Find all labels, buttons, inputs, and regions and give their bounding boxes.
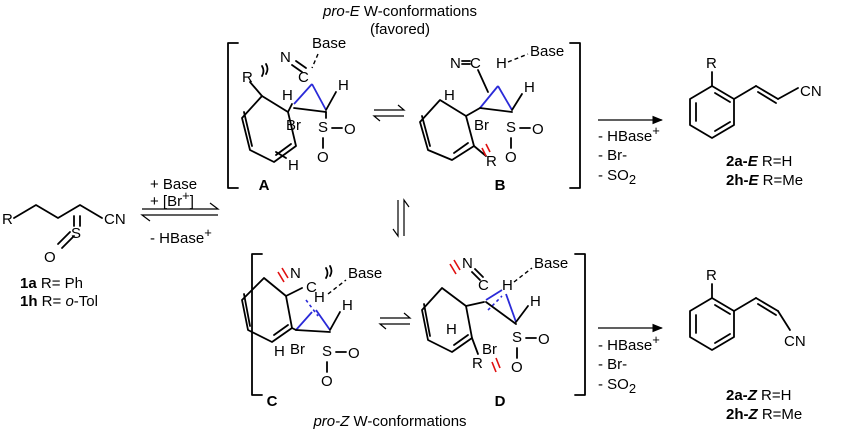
c-s-label: S: [322, 343, 332, 360]
product-2h-z: 2h-Z R=Me: [726, 406, 802, 423]
label-a: A: [259, 177, 270, 194]
c-h-upper: H: [314, 289, 325, 306]
d-h-lower: H: [446, 321, 457, 338]
a-o-bottom: O: [317, 149, 329, 166]
c-base-label: Base: [348, 265, 382, 282]
cond-z-br: - Br-: [598, 356, 627, 373]
start-r-label: R: [2, 211, 13, 228]
b-base-label: Base: [530, 43, 564, 60]
d-h-right: H: [530, 293, 541, 310]
b-o-bottom: O: [505, 149, 517, 166]
b-n-label: N: [450, 55, 461, 72]
a-o-right: O: [344, 121, 356, 138]
equilibrium-vertical: [392, 198, 410, 238]
cond-left-hbase: - HBase+: [150, 225, 212, 247]
product-2h-e: 2h-E R=Me: [726, 172, 803, 189]
start-s-label: S: [71, 225, 81, 242]
start-cn-label: CN: [104, 211, 126, 228]
start-1a-label: 1a R= Ph: [20, 275, 83, 292]
a-n-label: N: [280, 49, 291, 66]
conformer-b: R H N C H Base H Br S O O B: [419, 43, 564, 194]
left-equilibrium-arrow: [140, 202, 220, 222]
pro-e-title: pro-E W-conformations: [322, 3, 477, 20]
b-br-label: Br: [474, 117, 489, 134]
product-z: R CN: [689, 267, 806, 351]
pro-e-favored-note: (favored): [370, 21, 430, 38]
d-r-label: R: [472, 355, 483, 372]
d-o-right: O: [538, 331, 550, 348]
conformer-d: R H N C H Base H Br S O O D: [421, 255, 568, 410]
z-r-label: R: [706, 267, 717, 284]
cond-e-so2: - SO2: [598, 167, 636, 187]
conformer-c: N C H Base H H Br S O O C: [241, 265, 382, 410]
a-s-label: S: [318, 119, 328, 136]
c-c-label: C: [306, 279, 317, 296]
d-o-bottom: O: [511, 359, 523, 376]
cond-z-hbase: - HBase+: [598, 332, 660, 354]
b-h-upper: H: [444, 87, 455, 104]
cond-e-hbase: - HBase+: [598, 123, 660, 145]
z-cn-label: CN: [784, 333, 806, 350]
start-1h-label: 1h R= o-Tol: [20, 293, 98, 310]
c-o-bottom: O: [321, 373, 333, 390]
a-base-label: Base: [312, 35, 346, 52]
a-ring-h: H: [288, 157, 299, 174]
d-h-hbond: H: [502, 277, 513, 294]
cond-left-br: + [Br+]: [150, 188, 194, 210]
a-h-upper: H: [282, 87, 293, 104]
a-br-label: Br: [286, 117, 301, 134]
a-r-label: R: [242, 69, 253, 86]
cond-z-so2: - SO2: [598, 376, 636, 396]
e-cn-label: CN: [800, 83, 822, 100]
b-o-right: O: [532, 121, 544, 138]
cond-e-br: - Br-: [598, 147, 627, 164]
a-c-label: C: [298, 69, 309, 86]
label-c: C: [267, 393, 278, 410]
equilibrium-c-d: [378, 312, 412, 330]
product-2a-z: 2a-Z R=H: [726, 387, 791, 404]
label-d: D: [495, 393, 506, 410]
c-n-label: N: [290, 265, 301, 282]
d-c-label: C: [478, 277, 489, 294]
label-b: B: [495, 177, 506, 194]
b-h-hbond: H: [496, 55, 507, 72]
e-r-label: R: [706, 55, 717, 72]
d-base-label: Base: [534, 255, 568, 272]
cond-left-base: + Base: [150, 176, 197, 193]
c-h-right: H: [342, 297, 353, 314]
d-s-label: S: [512, 329, 522, 346]
conformer-a: R H H C N Base H Br S O O A: [241, 35, 356, 194]
product-e: R CN: [689, 55, 822, 139]
pro-z-title: pro-Z W-conformations: [312, 413, 466, 430]
d-br-label: Br: [482, 341, 497, 358]
b-h-right: H: [524, 79, 535, 96]
bracket-pro-z: [251, 253, 586, 396]
bracket-pro-e: [227, 42, 581, 189]
starting-material: R S O CN 1a R= Ph 1h R= o-Tol: [2, 204, 126, 310]
start-o-label: O: [44, 249, 56, 266]
c-o-right: O: [348, 345, 360, 362]
a-h-right: H: [338, 77, 349, 94]
c-br-label: Br: [290, 341, 305, 358]
d-n-label: N: [462, 255, 473, 272]
equilibrium-a-b: [372, 104, 406, 122]
product-2a-e: 2a-E R=H: [726, 153, 792, 170]
c-h-lower: H: [274, 343, 285, 360]
b-r-label: R: [486, 153, 497, 170]
b-s-label: S: [506, 119, 516, 136]
b-c-label: C: [470, 55, 481, 72]
